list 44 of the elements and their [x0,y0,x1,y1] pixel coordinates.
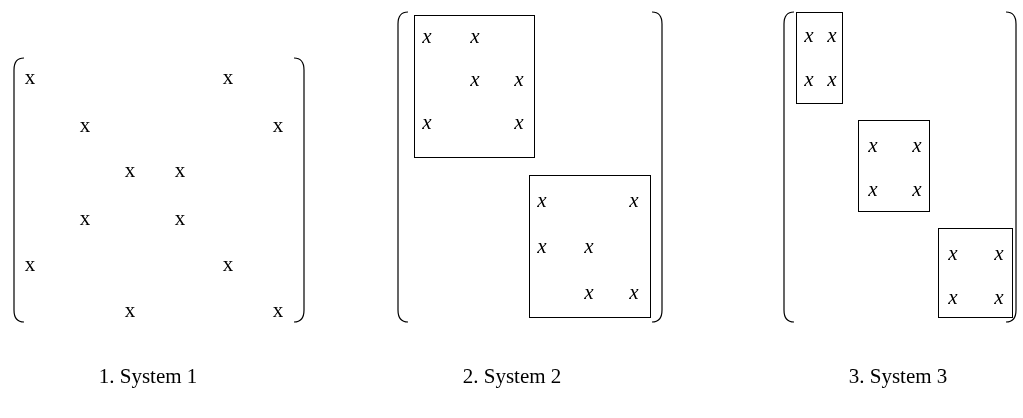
matrix-entry: x [868,178,878,200]
matrix-entry: x [124,299,136,321]
block-box [938,228,1013,318]
caption: 1. System 1 [98,365,198,387]
matrix-entry: x [537,235,547,257]
matrix-entry: x [912,134,922,156]
matrix-entry: x [174,159,186,181]
matrix-entry: x [24,253,36,275]
matrix-entry: x [994,242,1004,264]
matrix-entry: x [584,235,594,257]
matrix-entry: x [222,253,234,275]
matrix-entry: x [272,114,284,136]
matrix-entry: x [537,189,547,211]
matrix-entry: x [827,68,837,90]
matrix-entry: x [470,25,480,47]
matrix-entry: x [912,178,922,200]
matrix-entry: x [124,159,136,181]
block-box [858,120,930,212]
matrix-entry: x [174,207,186,229]
block-box [529,175,651,318]
matrix-entry: x [24,66,36,88]
caption: 3. System 3 [848,365,948,387]
matrix-entry: x [994,286,1004,308]
matrix-entry: x [804,24,814,46]
matrix-entry: x [948,242,958,264]
matrix-entry: x [514,68,524,90]
matrix-entry: x [629,189,639,211]
matrix-entry: x [514,111,524,133]
matrix-entry: x [79,207,91,229]
matrix-entry: x [422,111,432,133]
matrix-entry: x [948,286,958,308]
matrix-entry: x [470,68,480,90]
matrix-entry: x [272,299,284,321]
block-box [414,15,535,158]
matrix-entry: x [804,68,814,90]
matrix-entry: x [629,281,639,303]
matrix-entry: x [827,24,837,46]
block-box [796,12,843,104]
matrix-entry: x [222,66,234,88]
matrix-entry: x [868,134,878,156]
matrix-entry: x [79,114,91,136]
matrix-entry: x [422,25,432,47]
caption: 2. System 2 [462,365,562,387]
matrix-entry: x [584,281,594,303]
